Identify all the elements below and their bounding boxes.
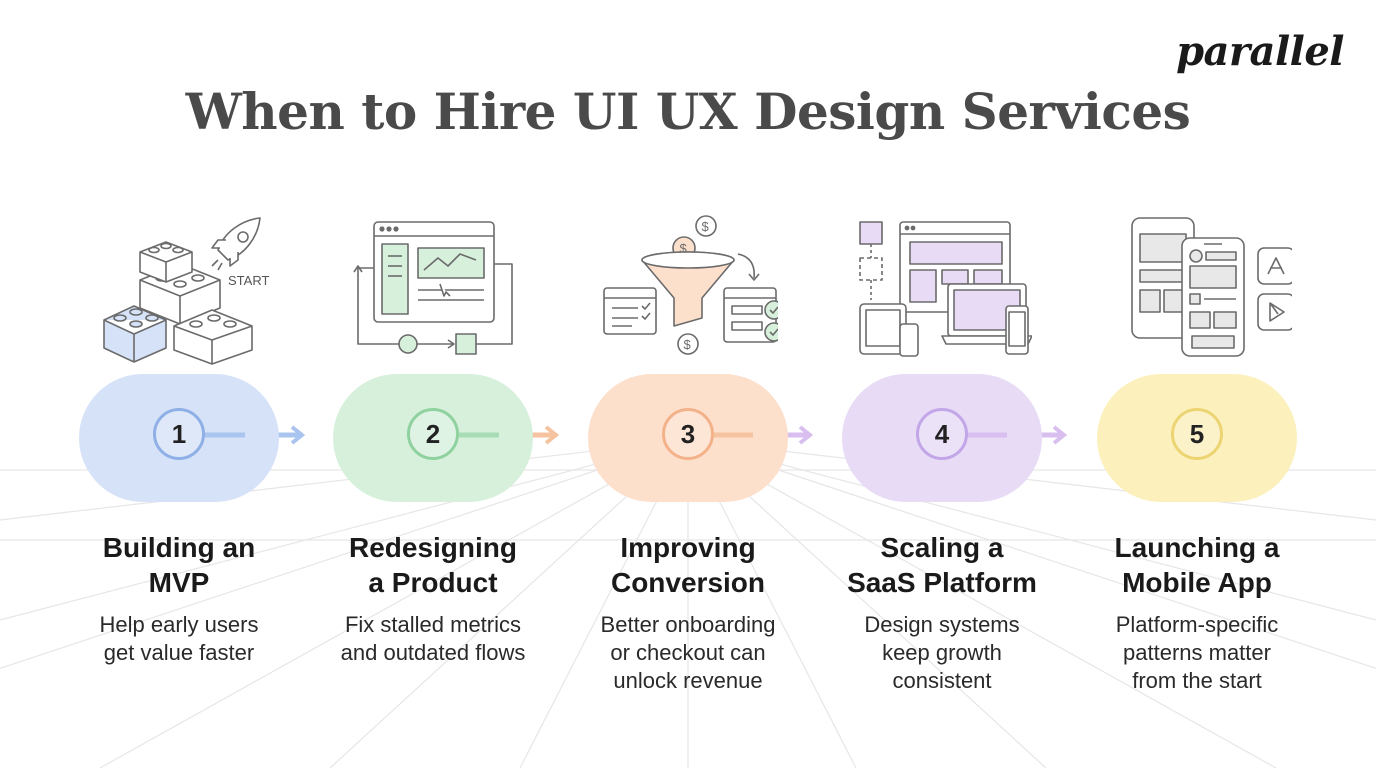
svg-text:$: $ [684, 337, 692, 352]
mobile-app-stores-icon [1131, 217, 1292, 357]
step-3-number: 3 [662, 408, 714, 460]
conversion-funnel-icon: $ $ $ [603, 215, 778, 355]
pill-1-line [205, 432, 245, 438]
start-label: START [228, 273, 269, 288]
svg-text:$: $ [702, 219, 710, 234]
svg-text:$: $ [680, 241, 688, 256]
parallel-logo: parallel [1176, 28, 1344, 75]
page-title: When to Hire UI UX Design Services [185, 82, 1191, 141]
step-2-number: 2 [407, 408, 459, 460]
multi-device-design-system-icon [859, 221, 1032, 357]
pill-3-line [713, 432, 753, 438]
step-4-number: 4 [916, 408, 968, 460]
lego-blocks-rocket-icon: START [103, 217, 269, 365]
pill-4-line [967, 432, 1007, 438]
dashboard-redesign-icon [353, 221, 513, 355]
pill-2-line [459, 432, 499, 438]
step-5-number: 5 [1171, 408, 1223, 460]
step-1-number: 1 [153, 408, 205, 460]
